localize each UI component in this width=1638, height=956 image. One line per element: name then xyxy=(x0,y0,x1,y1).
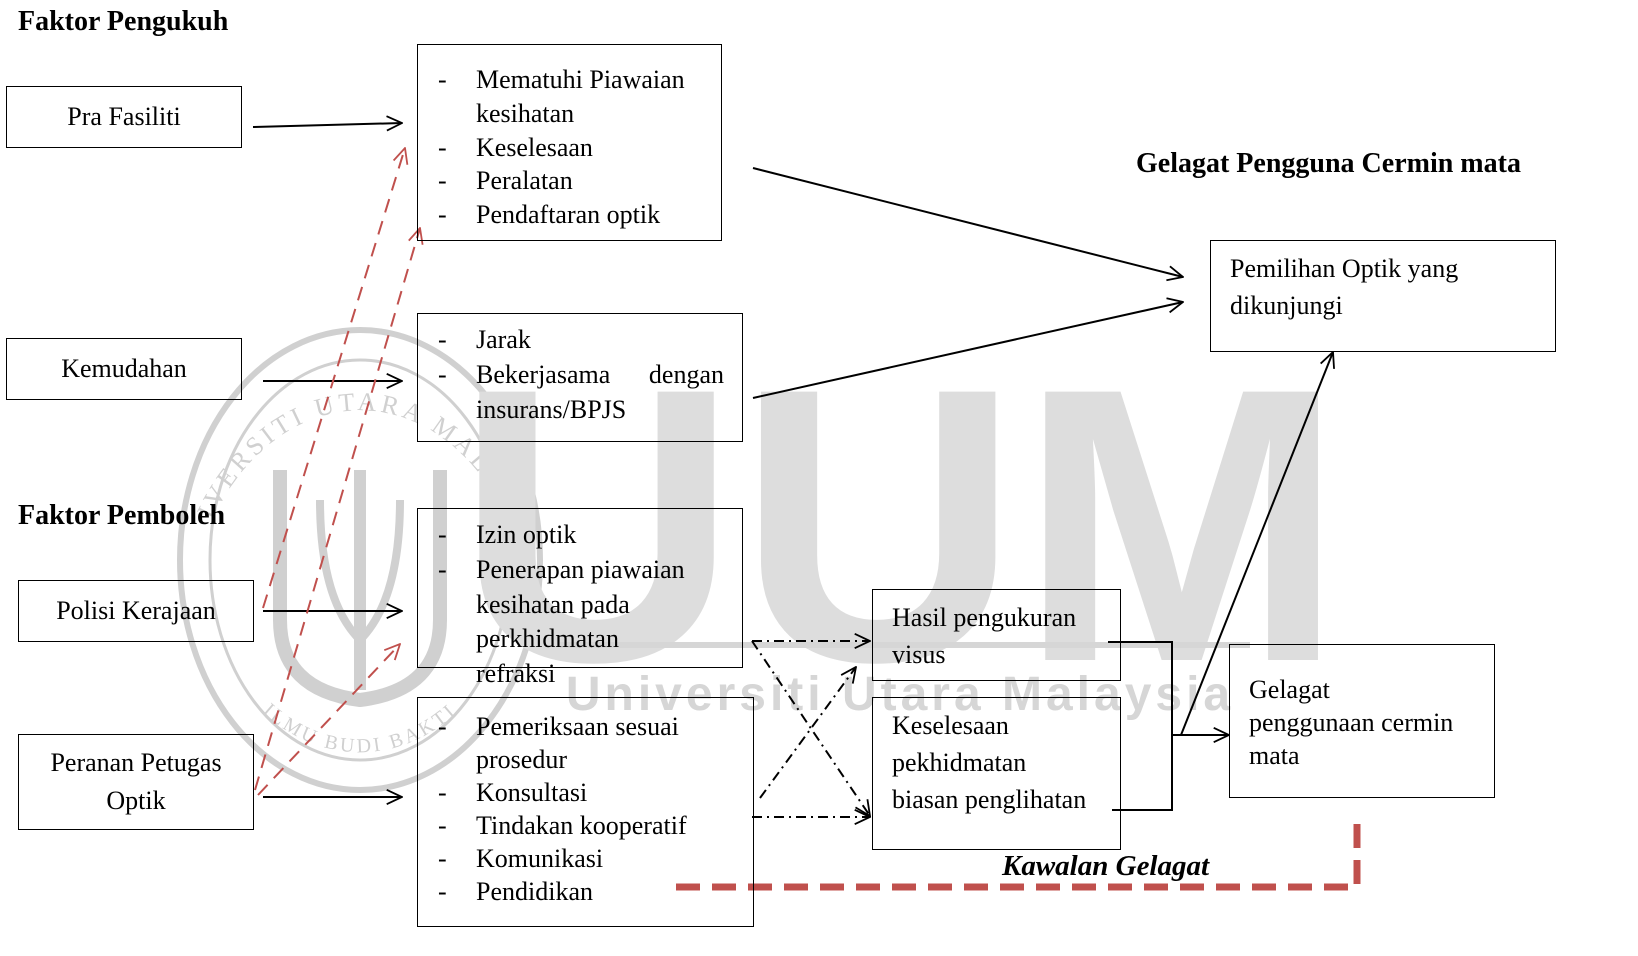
box-polisi-kerajaan-label: Polisi Kerajaan xyxy=(56,596,216,626)
hasil-line-2: visus xyxy=(892,639,946,669)
list-item: Keselesaan xyxy=(418,131,703,165)
pemilihan-line-1: Pemilihan Optik yang xyxy=(1230,254,1459,283)
box-polisi-list: Izin optik Penerapan piawaian kesihatan … xyxy=(417,508,743,688)
box-pra-fasiliti-label: Pra Fasiliti xyxy=(67,102,181,132)
heading-faktor-pengukuh: Faktor Pengukuh xyxy=(18,6,229,37)
list-item: Jarak xyxy=(418,323,724,358)
box-peranan-line-2: Optik xyxy=(106,786,166,815)
list-item: Pemeriksaan sesuai prosedur xyxy=(418,710,713,776)
box-keselesaan-pekhidmatan: Keselesaan pekhidmatan biasan penglihata… xyxy=(872,697,1121,850)
box-gelagat-penggunaan: Gelagat penggunaan cermin mata xyxy=(1229,644,1495,798)
list-item: Pendidikan xyxy=(418,875,713,908)
list-item: Izin optik xyxy=(418,518,732,553)
box-polisi-kerajaan: Polisi Kerajaan xyxy=(18,580,254,642)
pemilihan-line-2: dikunjungi xyxy=(1230,290,1343,320)
heading-faktor-pemboleh: Faktor Pemboleh xyxy=(18,500,226,531)
box-kemudahan: Kemudahan xyxy=(6,338,242,400)
list-item: Pendaftaran optik xyxy=(418,198,703,232)
keselesaan-line-1: Keselesaan xyxy=(892,711,1009,740)
gelagat-line-3: mata xyxy=(1249,741,1300,771)
keselesaan-line-3: biasan penglihatan xyxy=(892,784,1087,814)
box-kemudahan-label: Kemudahan xyxy=(61,354,187,384)
label-kawalan-gelagat: Kawalan Gelagat xyxy=(1002,850,1210,882)
box-kemudahan-list: Jarak Bekerjasama dengan insurans/BPJS xyxy=(417,313,743,442)
heading-gelagat-pengguna: Gelagat Pengguna Cermin mata xyxy=(1136,148,1521,179)
gelagat-line-2: penggunaan cermin xyxy=(1249,708,1454,738)
list-item: Mematuhi Piawaian kesihatan xyxy=(418,63,703,131)
list-item: Komunikasi xyxy=(418,842,713,875)
list-item: Penerapan piawaian kesihatan pada perkhi… xyxy=(418,553,732,692)
list-item: Bekerjasama dengan insurans/BPJS xyxy=(418,358,724,428)
box-fasiliti-list: Mematuhi Piawaian kesihatan Keselesaan P… xyxy=(417,44,722,241)
list-item: Tindakan kooperatif xyxy=(418,809,713,842)
keselesaan-line-2: pekhidmatan xyxy=(892,747,1027,777)
box-peranan-line-1: Peranan Petugas xyxy=(50,748,222,778)
box-peranan-petugas-optik: Peranan Petugas Optik xyxy=(18,734,254,830)
list-item: Peralatan xyxy=(418,164,703,198)
box-pemilihan-optik: Pemilihan Optik yang dikunjungi xyxy=(1210,240,1556,352)
gelagat-line-1: Gelagat xyxy=(1249,675,1330,704)
hasil-line-1: Hasil pengukuran xyxy=(892,603,1077,632)
list-item: Konsultasi xyxy=(418,776,713,809)
box-hasil-pengukuran: Hasil pengukuran visus xyxy=(872,589,1121,681)
box-peranan-list: Pemeriksaan sesuai prosedur Konsultasi T… xyxy=(417,697,754,927)
box-pra-fasiliti: Pra Fasiliti xyxy=(6,86,242,148)
